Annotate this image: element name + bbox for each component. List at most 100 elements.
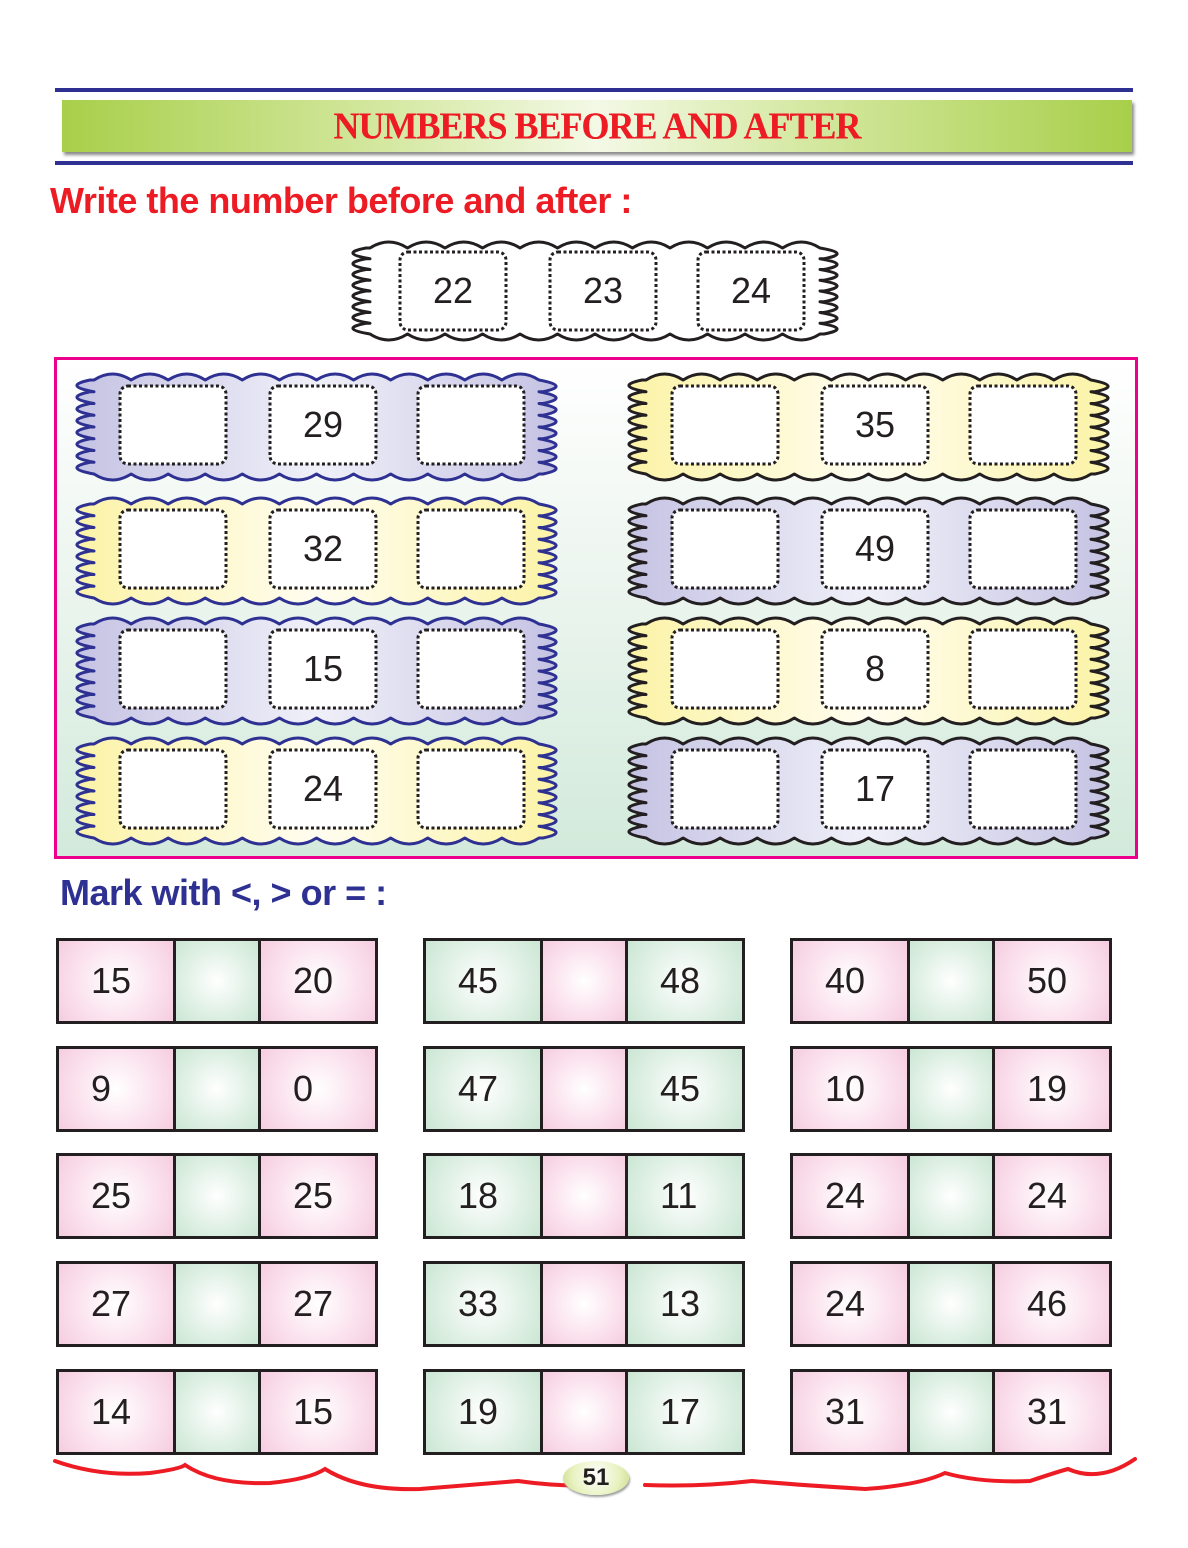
comparison-row: 31 31 xyxy=(790,1369,1112,1455)
comparison-sign-input[interactable] xyxy=(907,1264,992,1344)
stamp-frame xyxy=(416,508,526,590)
section2-instruction: Mark with <, > or = : xyxy=(60,872,387,913)
stamp-frame xyxy=(548,250,658,332)
before-answer-box[interactable] xyxy=(120,386,226,464)
after-answer-box[interactable] xyxy=(418,510,524,588)
stamp-frame xyxy=(968,508,1078,590)
after-answer-box[interactable] xyxy=(418,386,524,464)
after-answer-box[interactable] xyxy=(970,386,1076,464)
page-number: 51 xyxy=(582,1464,610,1491)
before-answer-box[interactable] xyxy=(672,386,778,464)
before-after-strip: 32 xyxy=(64,492,569,610)
comparison-row: 45 48 xyxy=(423,938,745,1024)
before-answer-box[interactable] xyxy=(672,750,778,828)
header-rule-top xyxy=(55,88,1133,92)
right-number: 13 xyxy=(625,1264,742,1344)
stamp-frame xyxy=(118,384,228,466)
stamp-frame xyxy=(268,748,378,830)
comparison-sign-input[interactable] xyxy=(540,1264,625,1344)
title-banner: NUMBERS BEFORE AND AFTER xyxy=(62,100,1132,152)
before-answer-box[interactable] xyxy=(120,750,226,828)
page-title: NUMBERS BEFORE AND AFTER xyxy=(333,105,861,147)
before-answer-box[interactable] xyxy=(672,630,778,708)
given-number-box: 24 xyxy=(302,768,344,809)
stamp-frame xyxy=(670,628,780,710)
comparison-sign-input[interactable] xyxy=(907,1156,992,1236)
right-number: 0 xyxy=(258,1049,375,1129)
stamp-frame xyxy=(820,748,930,830)
footer-wave-decoration xyxy=(53,1457,1137,1492)
example-before-box: 22 xyxy=(432,270,474,311)
page-number-badge: 51 xyxy=(563,1461,629,1495)
left-number: 31 xyxy=(793,1372,907,1452)
stamp-frame xyxy=(820,628,930,710)
comparison-sign-input[interactable] xyxy=(907,1372,992,1452)
comparison-row: 33 13 xyxy=(423,1261,745,1347)
given-number-box: 35 xyxy=(854,404,896,445)
left-number: 25 xyxy=(59,1156,173,1236)
left-number: 9 xyxy=(59,1049,173,1129)
before-after-strip: 35 xyxy=(616,368,1121,486)
comparison-sign-input[interactable] xyxy=(173,1264,258,1344)
comparison-sign-input[interactable] xyxy=(173,1372,258,1452)
before-after-strip: 8 xyxy=(616,612,1121,730)
stamp-frame xyxy=(820,384,930,466)
after-answer-box[interactable] xyxy=(970,630,1076,708)
right-number: 48 xyxy=(625,941,742,1021)
after-answer-box[interactable] xyxy=(970,510,1076,588)
left-number: 24 xyxy=(793,1264,907,1344)
comparison-sign-input[interactable] xyxy=(907,1049,992,1129)
comparison-sign-input[interactable] xyxy=(907,941,992,1021)
right-number: 19 xyxy=(992,1049,1109,1129)
comparison-row: 25 25 xyxy=(56,1153,378,1239)
right-number: 15 xyxy=(258,1372,375,1452)
stamp-frame xyxy=(416,628,526,710)
right-number: 20 xyxy=(258,941,375,1021)
comparison-sign-input[interactable] xyxy=(540,941,625,1021)
right-number: 31 xyxy=(992,1372,1109,1452)
before-after-strip: 17 xyxy=(616,732,1121,850)
given-number-box: 17 xyxy=(854,768,896,809)
after-answer-box[interactable] xyxy=(418,750,524,828)
given-number-box: 49 xyxy=(854,528,896,569)
stamp-frame xyxy=(118,628,228,710)
right-number: 11 xyxy=(625,1156,742,1236)
before-answer-box[interactable] xyxy=(120,630,226,708)
right-number: 45 xyxy=(625,1049,742,1129)
stamp-frame xyxy=(820,508,930,590)
right-number: 27 xyxy=(258,1264,375,1344)
stamp-frame xyxy=(696,250,806,332)
comparison-sign-input[interactable] xyxy=(540,1156,625,1236)
stamp-frame xyxy=(670,384,780,466)
after-answer-box[interactable] xyxy=(418,630,524,708)
left-number: 40 xyxy=(793,941,907,1021)
before-answer-box[interactable] xyxy=(120,510,226,588)
stamp-frame xyxy=(268,384,378,466)
comparison-sign-input[interactable] xyxy=(540,1372,625,1452)
given-number-box: 8 xyxy=(864,648,886,689)
comparison-sign-input[interactable] xyxy=(173,1049,258,1129)
stamp-frame xyxy=(416,748,526,830)
comparison-sign-input[interactable] xyxy=(540,1049,625,1129)
right-number: 46 xyxy=(992,1264,1109,1344)
right-number: 50 xyxy=(992,941,1109,1021)
comparison-sign-input[interactable] xyxy=(173,941,258,1021)
before-answer-box[interactable] xyxy=(672,510,778,588)
example-after-box: 24 xyxy=(730,270,772,311)
after-answer-box[interactable] xyxy=(970,750,1076,828)
left-number: 24 xyxy=(793,1156,907,1236)
stamp-frame xyxy=(968,628,1078,710)
right-number: 25 xyxy=(258,1156,375,1236)
comparison-row: 24 46 xyxy=(790,1261,1112,1347)
left-number: 10 xyxy=(793,1049,907,1129)
header-rule-bottom xyxy=(55,161,1133,165)
left-number: 45 xyxy=(426,941,540,1021)
left-number: 33 xyxy=(426,1264,540,1344)
given-number-box: 15 xyxy=(302,648,344,689)
comparison-sign-input[interactable] xyxy=(173,1156,258,1236)
